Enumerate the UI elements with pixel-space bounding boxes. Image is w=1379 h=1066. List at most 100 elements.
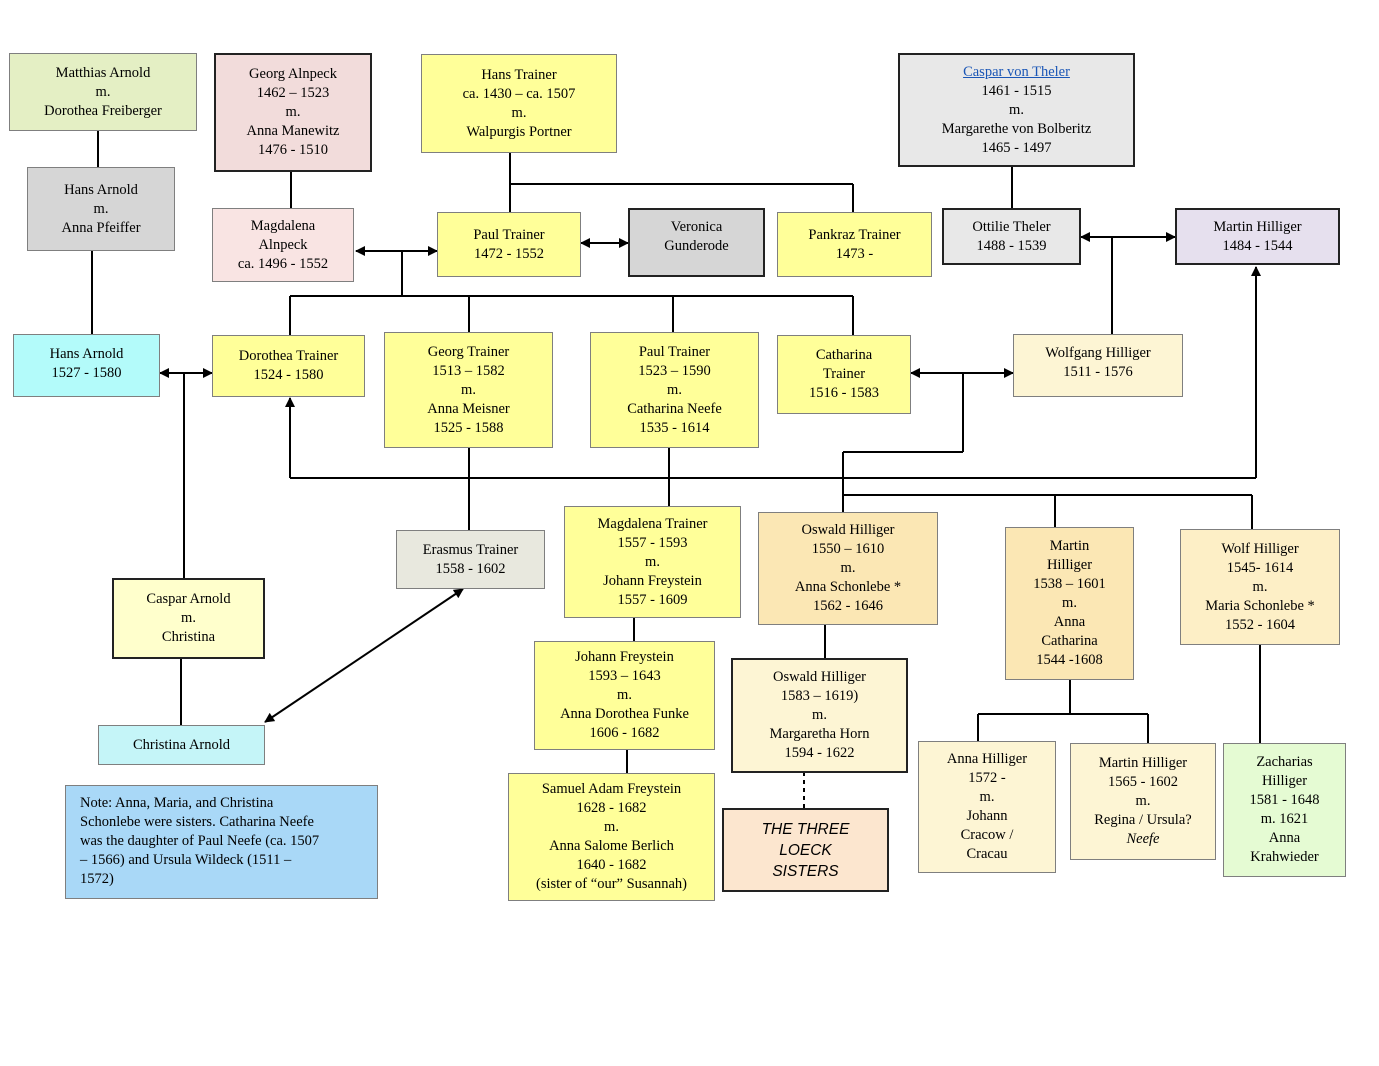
person-martin-hilliger-jr: Martin Hilliger 1538 – 1601 m. Anna Cath… <box>1005 527 1134 680</box>
name: Hans Arnold <box>49 346 124 362</box>
spouse: Maria Schonlebe * <box>1205 597 1315 614</box>
dates: 1558 - 1602 <box>435 560 506 577</box>
name: Magdalena <box>250 217 316 234</box>
name: Caspar Arnold <box>146 591 231 607</box>
spouse-dates: 1552 - 1604 <box>1224 616 1296 633</box>
person-caspar-von-theler: Caspar von Theler 1461 - 1515 m. Margare… <box>898 53 1135 167</box>
marriage: m. 1621 <box>1260 811 1309 827</box>
spouse: Anna Meisner <box>427 400 510 417</box>
note-line: – 1566) and Ursula Wildeck (1511 – <box>80 852 292 868</box>
person-magdalena-trainer: Magdalena Trainer 1557 - 1593 m. Johann … <box>564 506 741 618</box>
name: Hans Arnold <box>64 181 138 198</box>
dates: 1550 – 1610 <box>811 541 885 557</box>
spouse-dates: 1525 - 1588 <box>433 419 504 436</box>
person-zacharias-hilliger: Zacharias Hilliger 1581 - 1648 m. 1621 A… <box>1223 743 1346 877</box>
person-samuel-freystein: Samuel Adam Freystein 1628 - 1682 m. Ann… <box>508 773 715 901</box>
spouse: Christina <box>161 629 216 645</box>
name: Magdalena Trainer <box>597 515 708 532</box>
name: Oswald Hilliger <box>772 669 867 685</box>
line-2: LOECK <box>779 841 832 859</box>
name: Wolfgang Hilliger <box>1045 345 1151 361</box>
person-anna-hilliger: Anna Hilliger 1572 - m. Johann Cracow / … <box>918 741 1056 873</box>
spouse-second: Krahwieder <box>1250 849 1319 865</box>
person-georg-trainer: Georg Trainer 1513 – 1582 m. Anna Meisne… <box>384 332 553 448</box>
person-magdalena-alnpeck: Magdalena Alnpeck ca. 1496 - 1552 <box>212 208 354 282</box>
name: Dorothea Trainer <box>238 348 339 364</box>
name: Wolf Hilliger <box>1221 540 1299 557</box>
dates: 1593 – 1643 <box>588 668 661 684</box>
person-johann-freystein: Johann Freystein 1593 – 1643 m. Anna Dor… <box>534 641 715 750</box>
dates: 1527 - 1580 <box>51 365 122 381</box>
marriage: m. <box>95 83 111 100</box>
spouse: Margaretha Horn <box>769 726 870 742</box>
spouse-first: Anna <box>1053 614 1086 630</box>
person-matthias-arnold: Matthias Arnold m. Dorothea Freiberger <box>9 53 197 131</box>
marriage: m. <box>461 381 476 398</box>
caspar-von-theler-link[interactable]: Caspar von Theler <box>963 63 1070 80</box>
dates: 1524 - 1580 <box>253 367 324 383</box>
person-wolf-hilliger: Wolf Hilliger 1545- 1614 m. Maria Schonl… <box>1180 529 1340 645</box>
spouse-second: Cracow / <box>960 827 1014 843</box>
name: Martin Hilliger <box>1213 218 1302 235</box>
spouse: Anna Salome Berlich <box>549 838 674 854</box>
note-line: was the daughter of Paul Neefe (ca. 1507 <box>80 833 320 849</box>
name: Christina Arnold <box>132 736 231 753</box>
marriage: m. <box>1135 793 1151 809</box>
name: Erasmus Trainer <box>422 541 519 558</box>
spouse-dates: 1544 -1608 <box>1036 652 1103 668</box>
name: Georg Trainer <box>427 343 510 360</box>
person-hans-arnold-jr: Hans Arnold 1527 - 1580 <box>13 334 160 397</box>
name: Zacharias <box>1256 754 1313 770</box>
dates: 1484 - 1544 <box>1222 237 1293 254</box>
marriage: m. <box>181 610 196 626</box>
dates: 1545- 1614 <box>1226 559 1294 576</box>
person-martin-hilliger-3: Martin Hilliger 1565 - 1602 m. Regina / … <box>1070 743 1216 860</box>
name: Pankraz Trainer <box>808 226 901 243</box>
name: Hans Trainer <box>481 66 557 83</box>
marriage: m. <box>840 560 856 576</box>
person-ottilie-theler: Ottilie Theler 1488 - 1539 <box>942 208 1081 265</box>
dates: ca. 1430 – ca. 1507 <box>462 85 576 102</box>
dates: 1557 - 1593 <box>617 534 688 551</box>
name: Johann Freystein <box>575 649 674 665</box>
note-line: Schonlebe were sisters. Catharina Neefe <box>80 814 314 830</box>
dates: 1488 - 1539 <box>976 237 1047 254</box>
spouse: Catharina Neefe <box>627 400 722 417</box>
dates: 1516 - 1583 <box>808 385 880 401</box>
dates: 1523 – 1590 <box>638 362 711 379</box>
spouse-dates: 1606 - 1682 <box>589 725 660 741</box>
line-1: THE THREE <box>761 820 850 838</box>
surname: Trainer <box>822 366 866 382</box>
spouse-dates: 1557 - 1609 <box>617 591 688 608</box>
name: Anna Hilliger <box>946 751 1028 767</box>
note-line: 1572) <box>80 871 114 887</box>
person-paul-trainer-jr: Paul Trainer 1523 – 1590 m. Catharina Ne… <box>590 332 759 448</box>
dates: 1511 - 1576 <box>1063 364 1133 380</box>
three-loeck-sisters: THE THREE LOECK SISTERS <box>722 808 889 892</box>
spouse-third: Cracau <box>966 846 1008 862</box>
person-hans-arnold-sr: Hans Arnold m. Anna Pfeiffer <box>27 167 175 251</box>
person-paul-trainer-sr: Paul Trainer 1472 - 1552 <box>437 212 581 277</box>
person-oswald-hilliger-sr: Oswald Hilliger 1550 – 1610 m. Anna Scho… <box>758 512 938 625</box>
marriage: m. <box>285 104 301 120</box>
person-pankraz-trainer: Pankraz Trainer 1473 - <box>777 212 932 277</box>
person-catharina-trainer: Catharina Trainer 1516 - 1583 <box>777 335 911 414</box>
surname: Hilliger <box>1046 557 1093 573</box>
line-3: SISTERS <box>772 862 839 880</box>
marriage: m. <box>645 553 660 570</box>
spouse-dates: 1465 - 1497 <box>981 139 1052 156</box>
name: Paul Trainer <box>638 343 711 360</box>
surname: Gunderode <box>664 238 729 254</box>
spouse-dates: 1594 - 1622 <box>784 745 855 761</box>
spouse-first: Johann <box>966 808 1008 824</box>
marriage: m. <box>617 687 632 703</box>
marriage: m. <box>604 819 619 835</box>
marriage: m. <box>1252 578 1268 595</box>
dates: 1513 – 1582 <box>432 362 505 379</box>
marriage: m. <box>812 707 827 723</box>
marriage: m. <box>511 104 527 121</box>
marriage: m. <box>1009 101 1024 118</box>
spouse: Anna Dorothea Funke <box>560 706 689 722</box>
person-christina-arnold: Christina Arnold <box>98 725 265 765</box>
spouse-dates: 1562 - 1646 <box>812 598 884 614</box>
